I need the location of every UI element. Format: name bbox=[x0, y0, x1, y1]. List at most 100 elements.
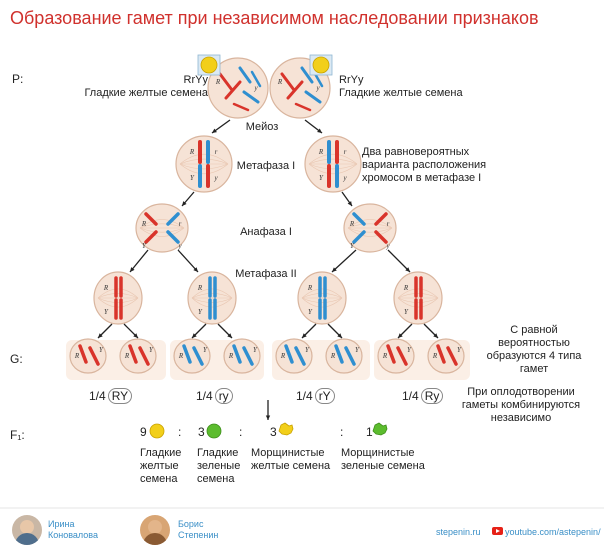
metaphase1-cell-right-fiber bbox=[308, 158, 358, 165]
ratio-count-4: 1 bbox=[366, 425, 373, 439]
anaphase1-cell-left-chrom-1 bbox=[144, 212, 158, 226]
arrow-ana-4 bbox=[387, 249, 411, 273]
gamete-cell-1-chrom-2 bbox=[88, 346, 100, 366]
parent-cell-left-chrom-r1 bbox=[218, 72, 234, 92]
anaphase1-cell-left-fiber bbox=[139, 227, 185, 233]
arrow-ana-3-head bbox=[332, 267, 337, 272]
arrow-fertilization-head bbox=[265, 415, 271, 420]
pea-smooth-yellow-icon bbox=[149, 423, 165, 439]
right-parent-genotype: RrYy bbox=[339, 74, 364, 86]
pea-smooth-green-icon bbox=[206, 423, 222, 439]
parent-cell-left-chrom-b2 bbox=[242, 90, 260, 104]
note-fertilization: При оплодотворении гаметы комбинируются … bbox=[461, 386, 581, 424]
anaphase1-cell-right-label-y2: y bbox=[385, 242, 390, 250]
parent-cell-left-label-r: R bbox=[215, 78, 221, 86]
arrow-ana-1-head bbox=[130, 267, 135, 272]
gamete-cell-5-chrom-2 bbox=[294, 346, 306, 366]
metaphase1-cell-right-fiber bbox=[308, 153, 358, 165]
site-link[interactable]: stepenin.ru bbox=[436, 527, 481, 537]
metaphase1-cell-left-fiber bbox=[179, 163, 229, 175]
gamete-cell-8-chrom-2 bbox=[446, 346, 458, 366]
metaphase2-cell-3-fiber bbox=[301, 293, 343, 299]
metaphase2-cell-4-label-y: Y bbox=[404, 308, 409, 316]
row-label-f1: F₁: bbox=[10, 428, 25, 442]
arrow-m2a-left-head bbox=[98, 333, 103, 338]
note-two-variants: Два равновероятных варианта расположения… bbox=[362, 146, 487, 184]
anaphase1-cell-right-chrom-3 bbox=[374, 212, 388, 226]
ratio-sep-1: : bbox=[178, 425, 182, 439]
metaphase2-cell-4-fiber bbox=[397, 297, 439, 308]
metaphase2-cell-1-label-y: Y bbox=[104, 308, 109, 316]
offspring-phenotype-2: Гладкие зеленые семена bbox=[197, 447, 241, 485]
metaphase1-cell-left-fiber bbox=[179, 153, 229, 165]
metaphase1-cell-left-label-r: R bbox=[189, 148, 195, 156]
ratio-sep-2: : bbox=[239, 425, 243, 439]
gamete-cell-7-chrom-1 bbox=[386, 344, 396, 364]
parent-cell-right-chrom-r2 bbox=[286, 80, 304, 100]
gamete-cell-6-chrom-2 bbox=[344, 346, 356, 366]
gamete-cell-7-label-r: R bbox=[382, 352, 388, 360]
stage-meiosis: Мейоз bbox=[245, 121, 279, 133]
metaphase1-cell-left-label-y: Y bbox=[190, 174, 195, 182]
youtube-link[interactable]: youtube.com/astepenin/ bbox=[505, 527, 601, 537]
metaphase1-cell-left-fiber bbox=[179, 163, 229, 170]
anaphase1-cell-right-fiber bbox=[347, 223, 393, 229]
metaphase2-cell-1-fiber bbox=[97, 288, 139, 299]
gamete-cell-2-chrom-1 bbox=[128, 344, 138, 364]
arrow-m2c-left-head bbox=[302, 333, 307, 338]
stage-anaphase-1: Анафаза I bbox=[240, 226, 292, 238]
metaphase2-cell-2-fiber bbox=[191, 297, 233, 303]
author-1-name: Ирина Коновалова bbox=[48, 519, 98, 540]
arrow-m2d-left-head bbox=[398, 333, 403, 338]
metaphase2-cell-1-fiber bbox=[97, 297, 139, 303]
metaphase1-cell-right-label-r2: r bbox=[344, 148, 347, 156]
metaphase1-cell-right-fiber bbox=[308, 163, 358, 175]
anaphase1-cell-right-label-y: Y bbox=[350, 242, 355, 250]
gamete-cell-8-label-y: Y bbox=[457, 346, 462, 354]
metaphase1-cell-right-label-r: R bbox=[318, 148, 324, 156]
note-equal-probability: С равной вероятностью образуются 4 типа … bbox=[486, 324, 582, 375]
anaphase1-cell-left-chrom-3 bbox=[166, 212, 180, 226]
pea-wrinkled-yellow-icon bbox=[278, 422, 294, 436]
metaphase1-cell-left-label-r2: r bbox=[215, 148, 218, 156]
arrow-meta1-right-head bbox=[347, 201, 352, 206]
avatar-author-1 bbox=[12, 515, 42, 545]
arrow-ana-4-head bbox=[405, 267, 410, 272]
metaphase2-cell-3-label-r: R bbox=[307, 284, 313, 292]
gamete-cell-4-chrom-1 bbox=[232, 344, 242, 364]
gamete-cell-3-chrom-1 bbox=[182, 344, 192, 364]
anaphase1-cell-right-chrom-2 bbox=[352, 230, 366, 244]
parent-cell-right-label-r: R bbox=[277, 78, 283, 86]
anaphase1-cell-left-label-y: Y bbox=[142, 242, 147, 250]
parent-cell-right-chrom-b2 bbox=[304, 90, 322, 104]
anaphase1-cell-left-chrom-2 bbox=[144, 230, 158, 244]
gamete-cell-6-label-r: R bbox=[330, 352, 336, 360]
gamete-cell-8-chrom-1 bbox=[436, 344, 446, 364]
ratio-count-3: 3 bbox=[270, 425, 277, 439]
anaphase1-cell-right-fiber bbox=[347, 227, 393, 237]
arrow-ana-2 bbox=[177, 249, 199, 273]
metaphase1-cell-left-fiber bbox=[179, 158, 229, 165]
arrow-m2b-left-head bbox=[192, 333, 197, 338]
metaphase2-cell-4-label-r: R bbox=[403, 284, 409, 292]
arrow-ana-3 bbox=[331, 249, 357, 273]
anaphase1-cell-left-label-r: R bbox=[141, 220, 147, 228]
stage-metaphase-2: Метафаза II bbox=[235, 268, 297, 280]
gamete-cell-7-label-y: Y bbox=[407, 346, 412, 354]
parent-cell-right-chrom-r3 bbox=[294, 102, 312, 112]
yellow-pea-icon-right bbox=[312, 56, 330, 74]
gamete-cell-2-chrom-2 bbox=[138, 346, 150, 366]
metaphase2-cell-3-fiber bbox=[301, 297, 343, 308]
arrow-m2c-right-head bbox=[337, 333, 342, 338]
author-2-name: Борис Степенин bbox=[178, 519, 219, 540]
ratio-count-1: 9 bbox=[140, 425, 147, 439]
row-label-p: P: bbox=[12, 72, 24, 86]
anaphase1-cell-left-label-r2: r bbox=[179, 220, 182, 228]
metaphase1-cell-right-label-y: Y bbox=[319, 174, 324, 182]
arrow-m2a-right-head bbox=[133, 333, 138, 338]
parent-cell-left-chrom-b3 bbox=[250, 70, 262, 88]
gamete-cell-1-label-r: R bbox=[74, 352, 80, 360]
gamete-cell-6-label-y: Y bbox=[355, 346, 360, 354]
arrow-ana-2-head bbox=[193, 267, 198, 272]
